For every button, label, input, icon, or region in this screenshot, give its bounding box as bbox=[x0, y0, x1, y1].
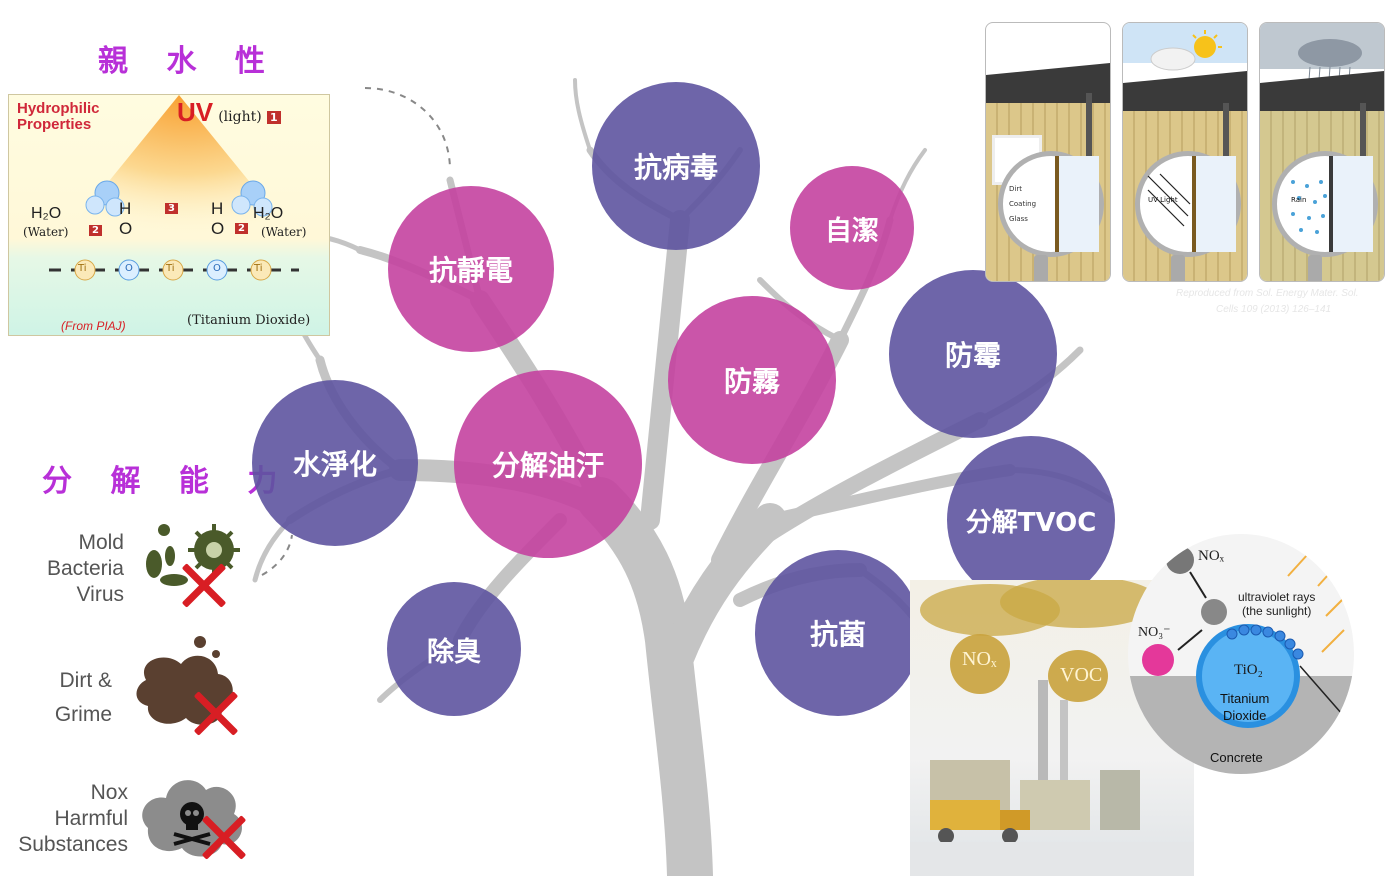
feature-circle: 防霧 bbox=[668, 296, 836, 464]
feature-circle-label: 抗靜電 bbox=[428, 254, 513, 287]
feature-circle: 防霉 bbox=[889, 270, 1057, 438]
lens-label: Coating bbox=[1009, 200, 1037, 208]
uv-rays-sub-label: (the sunlight) bbox=[1242, 604, 1312, 618]
ti-atom: Ti bbox=[78, 263, 87, 274]
feature-circle-label: 防霧 bbox=[723, 365, 780, 398]
feature-circle: 分解油汙 bbox=[454, 370, 642, 558]
magnifier-handle bbox=[1308, 255, 1322, 281]
hydrophilic-title-line1: Hydrophilic bbox=[17, 100, 100, 117]
credit-line-2: Cells 109 (2013) 126–141 bbox=[1216, 304, 1332, 315]
concrete-photocatalysis-diagram: NOₓ NO₃⁻ ultraviolet rays (the sunlight)… bbox=[1128, 534, 1354, 774]
feature-circle-label: 水淨化 bbox=[292, 448, 377, 481]
self-cleaning-panel-dirt: Dirt Coating Glass bbox=[985, 22, 1111, 282]
photocatalysis-illustration bbox=[1142, 546, 1349, 728]
badge-1: 1 bbox=[266, 111, 281, 124]
hydrophilic-title-line2: Properties bbox=[17, 116, 92, 133]
uv-light-label: (light) bbox=[218, 109, 262, 125]
water-left: (Water) bbox=[23, 225, 69, 239]
h-right: H bbox=[211, 199, 224, 218]
feature-circle-label: 分解TVOC bbox=[965, 507, 1097, 538]
feature-circle: 除臭 bbox=[387, 582, 521, 716]
water-right: (Water) bbox=[261, 225, 307, 239]
feature-circle-label: 抗病毒 bbox=[633, 151, 718, 184]
titanium-dioxide-caption: (Titanium Dioxide) bbox=[187, 313, 311, 328]
ti-atom: Ti bbox=[254, 263, 263, 274]
badge-2-right: 2 bbox=[235, 223, 248, 234]
self-cleaning-panel-uv: UV Light bbox=[1122, 22, 1248, 282]
lens-label: Rain bbox=[1291, 196, 1307, 204]
credit-line-1: Reproduced from Sol. Energy Mater. Sol. bbox=[1176, 288, 1359, 299]
h-left: H bbox=[119, 199, 132, 218]
h2o-right: H₂O bbox=[253, 205, 284, 222]
uv-ray-lines bbox=[1147, 173, 1191, 227]
sun-cloud-icon bbox=[1150, 30, 1222, 71]
hydrophilic-heading: 親 水 性 bbox=[98, 44, 279, 79]
feature-circle: 水淨化 bbox=[252, 380, 418, 546]
magnifier-handle bbox=[1034, 255, 1048, 281]
hydrophilic-diagram: Hydrophilic Properties UV (light) 1 H₂O … bbox=[8, 94, 330, 336]
cross-icon bbox=[180, 562, 228, 610]
magnifier-handle bbox=[1171, 255, 1185, 281]
feature-circle: 分解TVOC bbox=[947, 436, 1115, 604]
factory-illustration bbox=[910, 580, 1194, 876]
water-droplet-icon bbox=[231, 180, 273, 217]
o-atom: O bbox=[213, 263, 221, 274]
no3-label: NO₃⁻ bbox=[1138, 625, 1171, 640]
decomposition-item-label: Dirt & Grime bbox=[54, 669, 112, 726]
feature-circle-label: 分解油汙 bbox=[491, 449, 604, 482]
lens-label: Glass bbox=[1009, 215, 1028, 223]
magnifier-lens: UV Light bbox=[1135, 151, 1241, 257]
water-droplet-icon bbox=[85, 180, 125, 217]
feature-circle: 抗病毒 bbox=[592, 82, 760, 250]
o-left: O bbox=[119, 219, 133, 238]
rain-drops bbox=[1291, 180, 1327, 234]
decomposition-list: Mold Bacteria Virus Dirt & Grime Nox Har… bbox=[0, 520, 250, 880]
nox-smoke-label: NOₓ bbox=[962, 648, 997, 670]
magnifier-lens: Rain bbox=[1272, 151, 1378, 257]
feature-circle: 抗靜電 bbox=[388, 186, 554, 352]
magnifier-lens: Dirt Coating Glass bbox=[998, 151, 1104, 257]
badge-2-left: 2 bbox=[89, 225, 102, 236]
feature-circle-label: 抗菌 bbox=[809, 618, 866, 651]
tio2-name-line1: Titanium bbox=[1220, 691, 1270, 706]
decomposition-item-label: Nox Harmful Substances bbox=[18, 781, 128, 856]
tio2-label: TiO₂ bbox=[1234, 662, 1263, 678]
ti-atom: Ti bbox=[166, 263, 175, 274]
feature-circle-label: 防霉 bbox=[944, 339, 1001, 372]
cross-icon bbox=[192, 690, 240, 738]
decomposition-heading: 分 解 能 力 bbox=[42, 464, 292, 499]
feature-circle: 自潔 bbox=[790, 166, 914, 290]
voc-smoke-label: VOC bbox=[1060, 664, 1103, 686]
lens-label: Dirt bbox=[1009, 185, 1022, 193]
uv-label: UV bbox=[177, 97, 214, 127]
tio2-name-line2: Dioxide bbox=[1223, 708, 1267, 723]
source-credit: (From PIAJ) bbox=[61, 319, 126, 333]
badge-3: 3 bbox=[165, 203, 178, 214]
cross-icon bbox=[200, 814, 248, 862]
h2o-left: H₂O bbox=[31, 205, 62, 222]
uv-rays-label: ultraviolet rays bbox=[1238, 590, 1316, 604]
concrete-label: Concrete bbox=[1210, 750, 1263, 765]
feature-circle-label: 除臭 bbox=[427, 636, 481, 668]
nox-label: NOₓ bbox=[1198, 548, 1225, 564]
self-cleaning-panel-rain: Rain bbox=[1259, 22, 1385, 282]
feature-circle: 抗菌 bbox=[755, 550, 921, 716]
decomposition-item-label: Mold Bacteria Virus bbox=[46, 531, 124, 606]
feature-circle-label: 自潔 bbox=[825, 215, 879, 247]
lens-label: UV Light bbox=[1148, 196, 1178, 204]
o-atom: O bbox=[125, 263, 133, 274]
ti-o-lattice bbox=[49, 259, 299, 281]
o-right: O bbox=[211, 219, 225, 238]
